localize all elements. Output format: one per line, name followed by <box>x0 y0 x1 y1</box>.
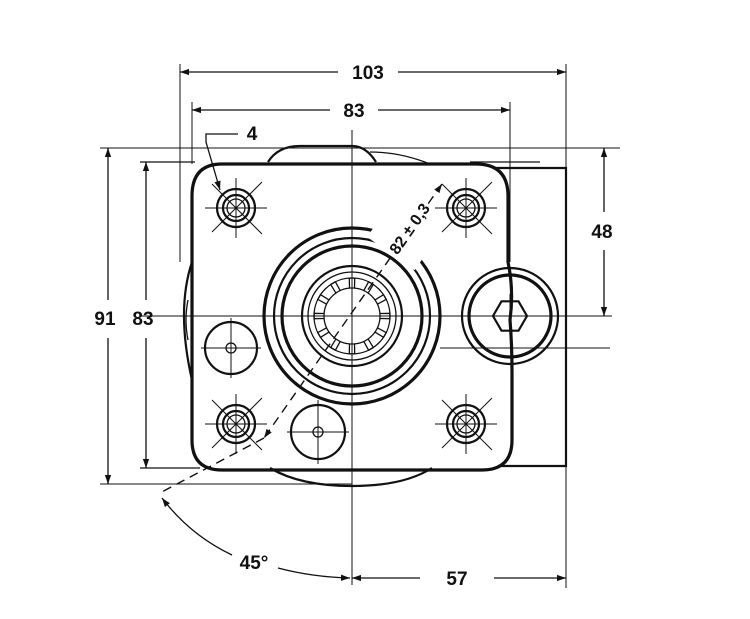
dim-83-vertical: 83 <box>132 162 154 468</box>
dim-83-vertical-label: 83 <box>132 309 153 330</box>
dim-57-label: 57 <box>446 569 467 590</box>
hex-plug <box>460 266 560 366</box>
dim-83-horizontal-label: 83 <box>343 101 364 122</box>
dim-48: 48 <box>560 148 613 317</box>
dim-45-label: 45° <box>240 553 269 574</box>
bolt-hole-bottom-left <box>205 394 267 454</box>
dim-91: 91 <box>94 147 620 485</box>
port-left <box>201 318 261 378</box>
dim-103: 103 <box>179 63 567 262</box>
port-bottom <box>287 400 349 464</box>
dim-91-label: 91 <box>94 309 116 330</box>
dim-103-label: 103 <box>352 63 384 84</box>
dim-57: 57 <box>352 466 567 590</box>
bolt-hole-bottom-right <box>435 394 497 454</box>
mounting-flange <box>190 162 514 472</box>
dim-4-leader: 4 <box>205 124 258 191</box>
dim-bolt-circle: 82 ± 0,3 <box>367 187 449 271</box>
dim-83-horizontal: 83 <box>191 101 511 262</box>
bolt-hole-top-right <box>435 178 497 238</box>
dim-45-angle: 45° <box>161 497 351 581</box>
dim-4-label: 4 <box>247 124 258 145</box>
centre-lines <box>140 130 610 585</box>
dim-48-label: 48 <box>591 222 612 243</box>
bolt-hole-top-left <box>205 178 267 238</box>
